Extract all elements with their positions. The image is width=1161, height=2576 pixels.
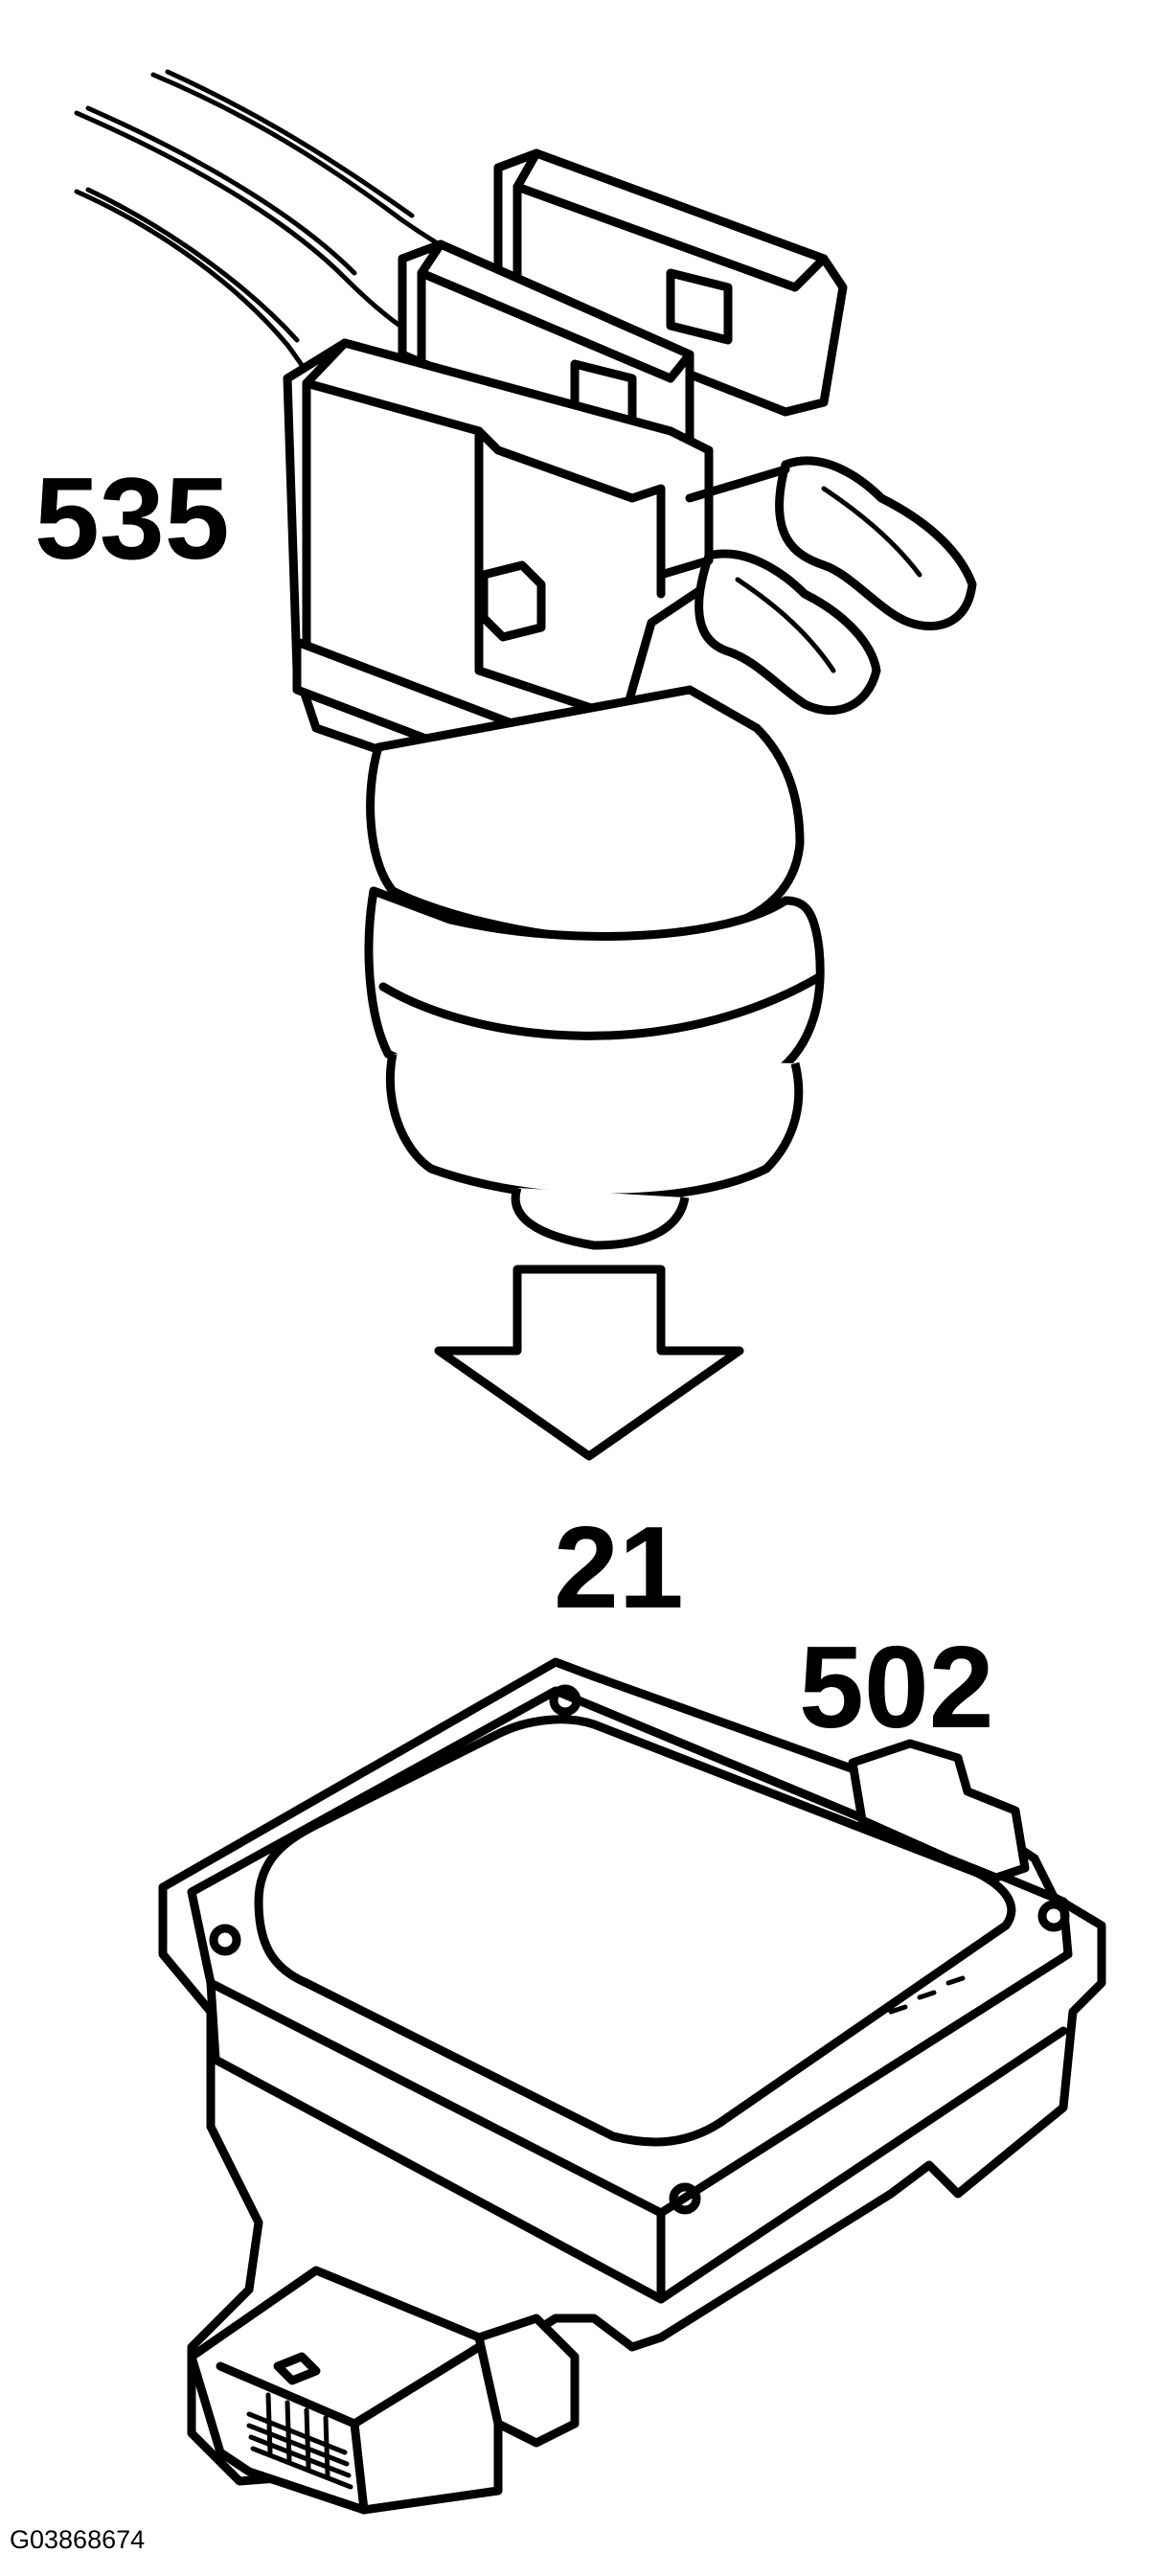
sensor-body bbox=[364, 685, 825, 1250]
image-id-caption: G03868674 bbox=[10, 2525, 146, 2554]
control-module-502 bbox=[158, 1657, 1106, 2515]
down-arrow-icon bbox=[434, 1265, 744, 1461]
sensor-part-number-label: 535 bbox=[34, 453, 230, 583]
sensor-assembly-535 bbox=[74, 69, 977, 1250]
step-number-label: 21 bbox=[554, 1502, 684, 1632]
module-part-number-label: 502 bbox=[799, 1622, 994, 1752]
connector-pins bbox=[246, 2392, 353, 2490]
sensor-terminals bbox=[656, 456, 977, 716]
